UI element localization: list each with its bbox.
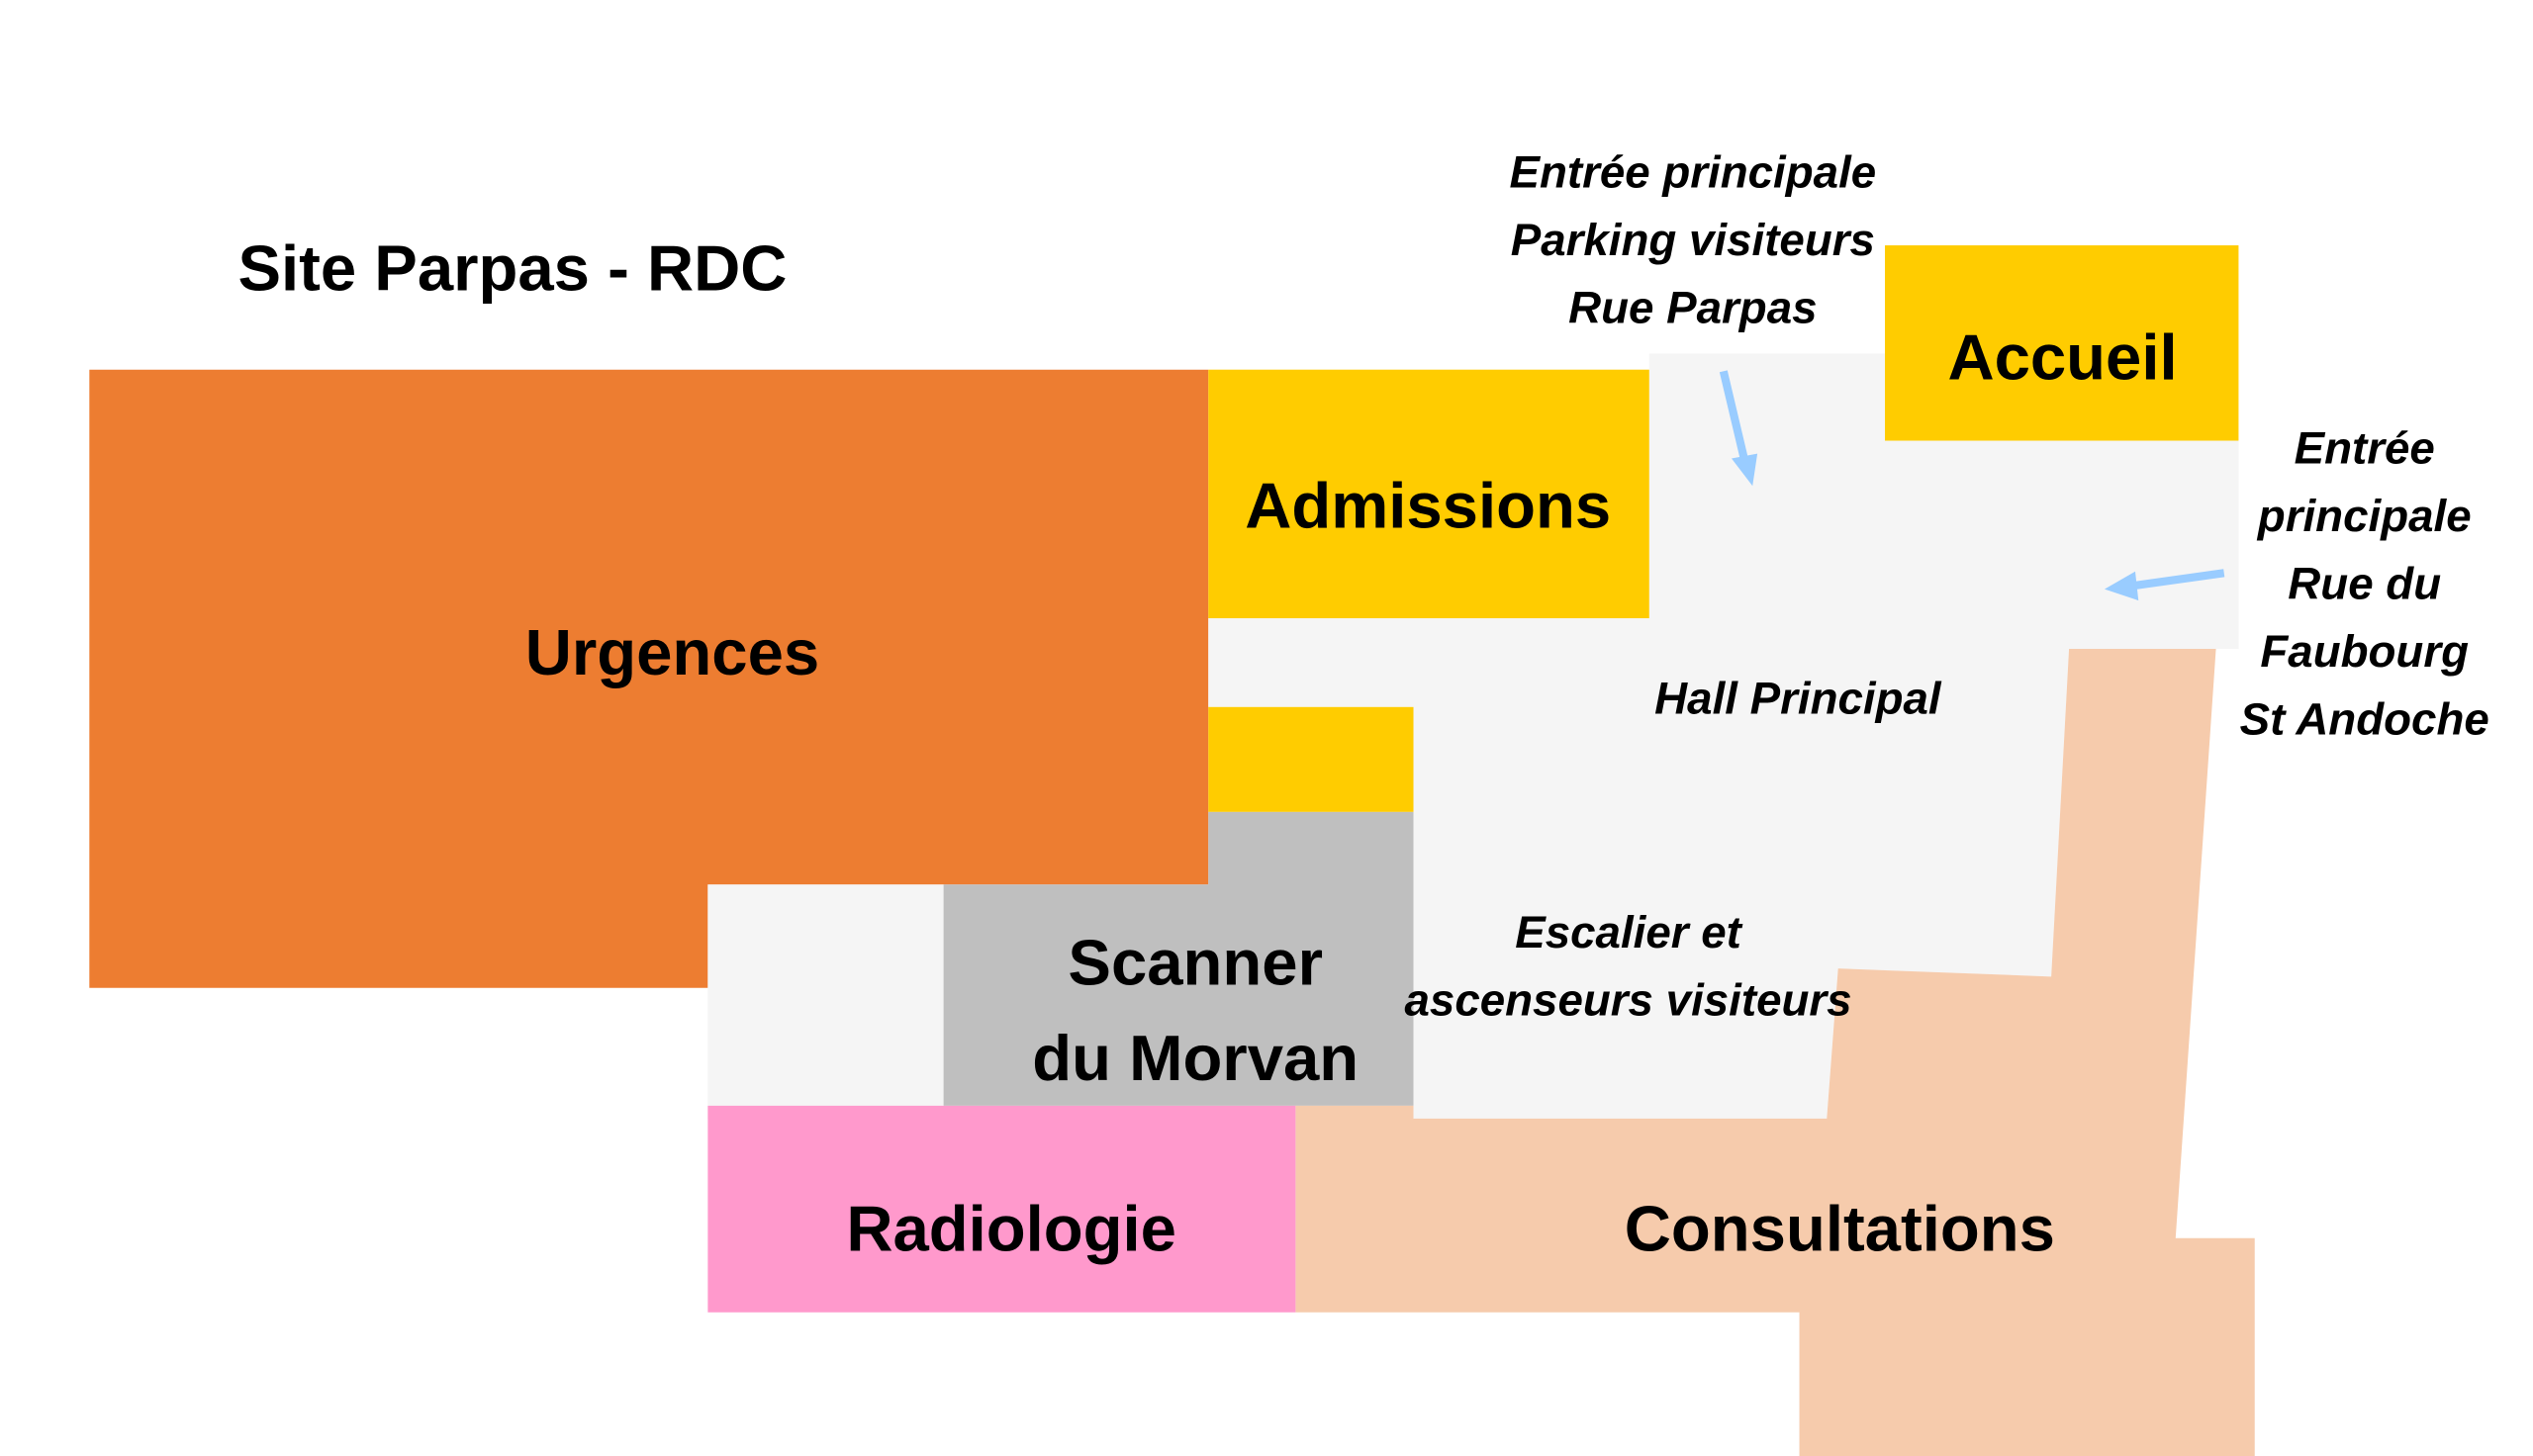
arrow-entree-parpas-icon — [1719, 370, 1758, 487]
arrow-entree-faubourg-icon — [2104, 569, 2225, 601]
page-title: Site Parpas - RDC — [237, 232, 787, 305]
label-consultations: Consultations — [1625, 1193, 2055, 1265]
label-entree-parpas-2: Parking visiteurs — [1511, 215, 1875, 265]
label-entree-faubourg-5: St Andoche — [2240, 694, 2489, 745]
label-scanner-2: du Morvan — [1032, 1022, 1359, 1094]
zone-unlabeled — [707, 884, 944, 1119]
zone-admissions[interactable] — [1208, 369, 1649, 619]
label-entree-faubourg-1: Entrée — [2295, 422, 2435, 473]
label-entree-faubourg-4: Faubourg — [2260, 626, 2469, 677]
zone-scanner[interactable] — [943, 811, 1414, 1106]
label-entree-parpas-3: Rue Parpas — [1568, 282, 1817, 332]
label-scanner-1: Scanner — [1068, 926, 1323, 998]
label-escalier-1: Escalier et — [1515, 907, 1742, 957]
label-entree-faubourg-2: principale — [2257, 491, 2472, 541]
label-urgences: Urgences — [525, 616, 819, 688]
label-accueil: Accueil — [1947, 321, 2177, 394]
label-entree-faubourg-3: Rue du — [2288, 558, 2441, 608]
zone-consultations[interactable] — [1295, 649, 2255, 1456]
label-entree-parpas-1: Entrée principale — [1509, 146, 1876, 197]
zone-hall-principal[interactable] — [1208, 353, 2239, 1119]
label-radiologie: Radiologie — [846, 1193, 1176, 1265]
zone-radiologie[interactable] — [707, 1105, 1296, 1313]
label-escalier-2: ascenseurs visiteurs — [1405, 974, 1852, 1025]
zone-accueil[interactable] — [1885, 245, 2239, 441]
label-hall: Hall Principal — [1654, 673, 1942, 723]
zone-urgences[interactable] — [89, 369, 1209, 988]
label-admissions: Admissions — [1245, 470, 1611, 542]
zone-admissions-annex — [1208, 706, 1414, 812]
